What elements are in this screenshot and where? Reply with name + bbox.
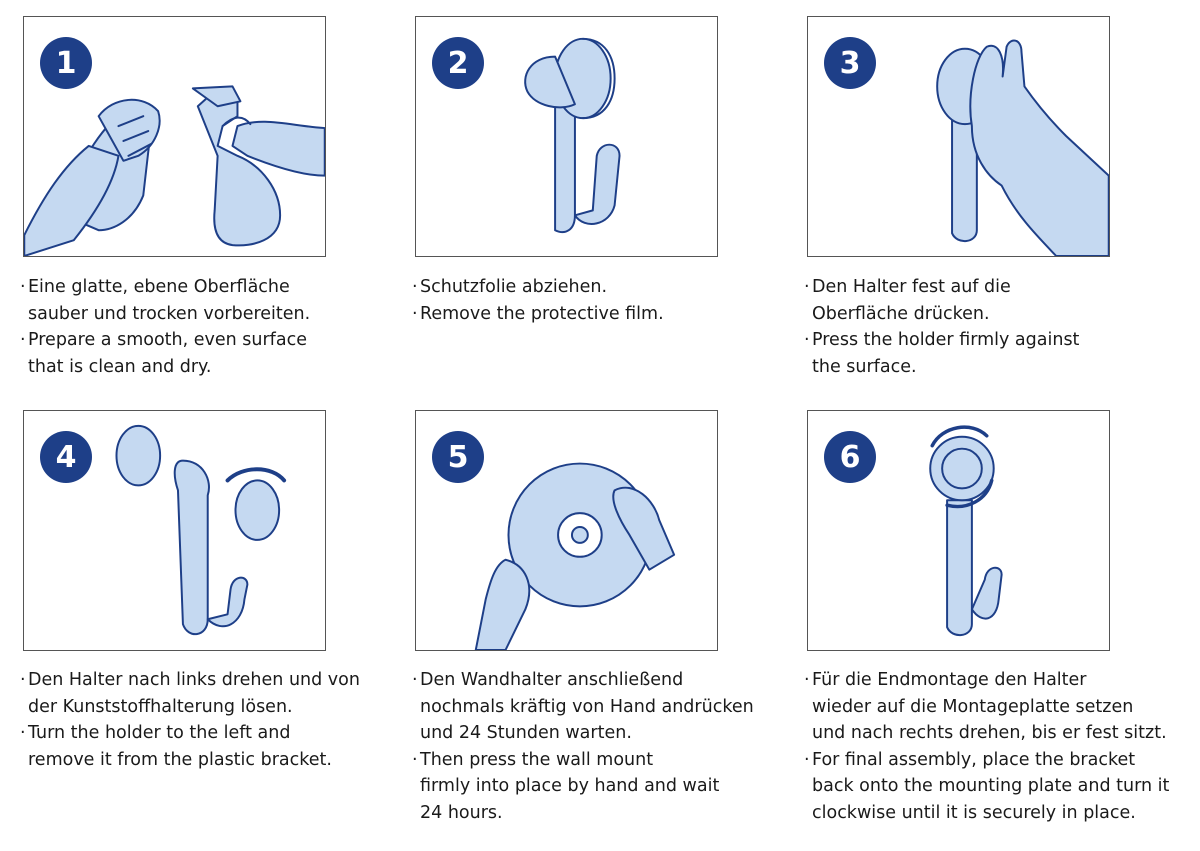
step-4-caption: Den Halter nach links drehen und von der…: [20, 667, 400, 773]
step-2-caption: Schutzfolie abziehen. Remove the protect…: [412, 274, 792, 327]
caption-line: Schutzfolie abziehen.: [412, 274, 792, 301]
caption-line: Press the holder firmly against: [804, 327, 1184, 354]
caption-line: Den Wandhalter anschließend: [412, 667, 792, 694]
step-badge: 1: [40, 37, 92, 89]
caption-line: und nach rechts drehen, bis er fest sitz…: [812, 723, 1167, 743]
caption-line: nochmals kräftig von Hand andrücken: [420, 696, 754, 717]
turn-holder-left-illustration: [115, 424, 287, 636]
caption-line: For final assembly, place the bracket: [804, 747, 1194, 774]
caption-line: Den Halter fest auf die: [804, 274, 1184, 301]
caption-line: 24 hours.: [420, 802, 503, 823]
step-2-panel: 2: [415, 16, 718, 257]
press-wall-mount-illustration: [474, 462, 676, 650]
caption-line: der Kunststoffhalterung lösen.: [28, 696, 293, 717]
caption-line: Remove the protective film.: [412, 301, 792, 328]
cloth-and-spray-bottle-illustration: [24, 85, 325, 256]
step-3-panel: 3: [807, 16, 1110, 257]
turn-holder-clockwise-illustration: [929, 425, 1003, 636]
step-badge: 4: [40, 431, 92, 483]
step-3-caption: Den Halter fest auf die Oberfläche drück…: [804, 274, 1184, 380]
press-holder-hand-illustration: [936, 39, 1109, 256]
caption-line: Turn the holder to the left and: [20, 720, 400, 747]
caption-line: Prepare a smooth, even surface: [20, 327, 400, 354]
step-badge: 6: [824, 431, 876, 483]
step-1-caption: Eine glatte, ebene Oberfläche sauber und…: [20, 274, 400, 380]
caption-line: remove it from the plastic bracket.: [28, 749, 332, 770]
caption-line: und 24 Stunden warten.: [420, 723, 632, 743]
step-badge: 2: [432, 37, 484, 89]
caption-line: wieder auf die Montageplatte setzen: [812, 696, 1134, 717]
caption-line: back onto the mounting plate and turn it: [812, 776, 1170, 796]
caption-line: Für die Endmontage den Halter: [804, 667, 1194, 694]
step-1-panel: 1: [23, 16, 326, 257]
caption-line: Then press the wall mount: [412, 747, 792, 774]
caption-line: Den Halter nach links drehen und von: [20, 667, 400, 694]
caption-line: that is clean and dry.: [28, 356, 212, 377]
step-6-panel: 6: [807, 410, 1110, 651]
caption-line: firmly into place by hand and wait: [420, 776, 720, 796]
step-badge: 3: [824, 37, 876, 89]
step-6-caption: Für die Endmontage den Halter wieder auf…: [804, 667, 1194, 826]
step-5-caption: Den Wandhalter anschließend nochmals krä…: [412, 667, 792, 826]
caption-line: the surface.: [812, 356, 917, 377]
step-4-panel: 4: [23, 410, 326, 651]
caption-line: Oberfläche drücken.: [812, 303, 990, 324]
step-badge: 5: [432, 431, 484, 483]
peel-protective-film-illustration: [524, 37, 621, 234]
step-5-panel: 5: [415, 410, 718, 651]
caption-line: Eine glatte, ebene Oberfläche: [20, 274, 400, 301]
caption-line: sauber und trocken vorbereiten.: [28, 303, 311, 324]
caption-line: clockwise until it is securely in place.: [812, 802, 1136, 823]
